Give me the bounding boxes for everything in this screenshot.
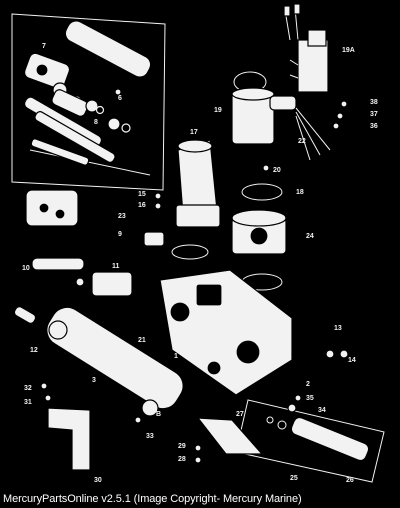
cylinder-assembly-inset	[11, 13, 166, 191]
callout-6: 6	[118, 95, 122, 102]
reservoir-17	[175, 139, 221, 229]
callout-17: 17	[190, 129, 198, 136]
callout-26: 26	[346, 477, 354, 484]
trim-cylinder-3	[46, 306, 184, 417]
callout-9: 9	[118, 231, 122, 238]
callout-22: 22	[298, 138, 306, 145]
callout-b: B	[156, 411, 161, 418]
callout-32: 32	[24, 385, 32, 392]
callout-29: 29	[178, 443, 186, 450]
relay-assembly-19a	[283, 3, 329, 93]
callout-2: 2	[306, 381, 310, 388]
callout-27: 27	[236, 411, 244, 418]
callout-24: 24	[306, 233, 314, 240]
callout-13: 13	[334, 325, 342, 332]
callout-7: 7	[42, 43, 46, 50]
callout-25: 25	[290, 475, 298, 482]
parts-diagram: 7 19A 19 38 37 36 22 17 20 18 15 16 23 9…	[11, 3, 385, 484]
callout-12: 12	[30, 347, 38, 354]
callout-11: 11	[112, 263, 120, 270]
callout-36: 36	[370, 123, 378, 130]
callout-23: 23	[118, 213, 126, 220]
bracket-30	[47, 407, 91, 471]
callout-3: 3	[92, 377, 96, 384]
callout-20: 20	[273, 167, 281, 174]
callout-30: 30	[94, 477, 102, 484]
valve-parts-left	[13, 189, 165, 324]
callout-18: 18	[296, 189, 304, 196]
pump-motor-19	[231, 71, 331, 161]
callout-5: 5	[120, 57, 124, 64]
callout-19a: 19A	[342, 47, 355, 54]
callout-31: 31	[24, 399, 32, 406]
callout-8: 8	[94, 119, 98, 126]
image-caption: MercuryPartsOnline v2.5.1 (Image Copyrig…	[3, 493, 302, 505]
callout-14: 14	[348, 357, 356, 364]
plate-27	[196, 417, 264, 455]
callout-labels: 7 19A 19 38 37 36 22 17 20 18 15 16 23 9…	[22, 43, 378, 484]
manifold-body-1	[159, 269, 293, 396]
pump-24	[231, 209, 287, 255]
callout-16: 16	[138, 202, 146, 209]
callout-21: 21	[138, 337, 146, 344]
callout-1: 1	[174, 353, 178, 360]
callout-15: 15	[138, 191, 146, 198]
callout-37: 37	[370, 111, 378, 118]
callout-19: 19	[214, 107, 222, 114]
callout-34: 34	[318, 407, 326, 414]
callout-28: 28	[178, 456, 186, 463]
callout-38: 38	[370, 99, 378, 106]
fasteners	[40, 100, 349, 464]
callout-10: 10	[22, 265, 30, 272]
callout-33: 33	[146, 433, 154, 440]
callout-35: 35	[306, 395, 314, 402]
